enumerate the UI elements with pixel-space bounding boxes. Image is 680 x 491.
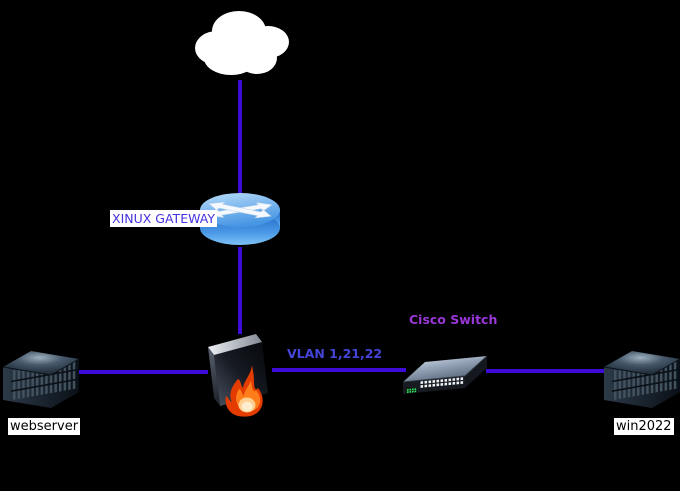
link-gateway-firewall: [238, 247, 242, 334]
webserver-label: webserver: [8, 418, 81, 435]
win2022-icon[interactable]: [602, 345, 680, 413]
webserver-icon[interactable]: [1, 345, 81, 413]
firewall-icon[interactable]: [202, 331, 274, 419]
link-webserver-firewall: [78, 370, 208, 374]
link-firewall-switch: [272, 368, 406, 372]
gateway-label: XINUX GATEWAY: [110, 210, 217, 227]
win2022-label: win2022: [614, 418, 674, 435]
link-switch-win2022: [486, 369, 607, 373]
vlan-link-label: VLAN 1,21,22: [287, 346, 383, 361]
flame-icon: [225, 365, 263, 417]
internet-cloud-icon[interactable]: [183, 4, 295, 80]
switch-icon[interactable]: [400, 348, 490, 394]
switch-label: Cisco Switch: [409, 312, 498, 327]
router-icon[interactable]: [198, 190, 282, 248]
link-cloud-gateway: [238, 80, 242, 193]
